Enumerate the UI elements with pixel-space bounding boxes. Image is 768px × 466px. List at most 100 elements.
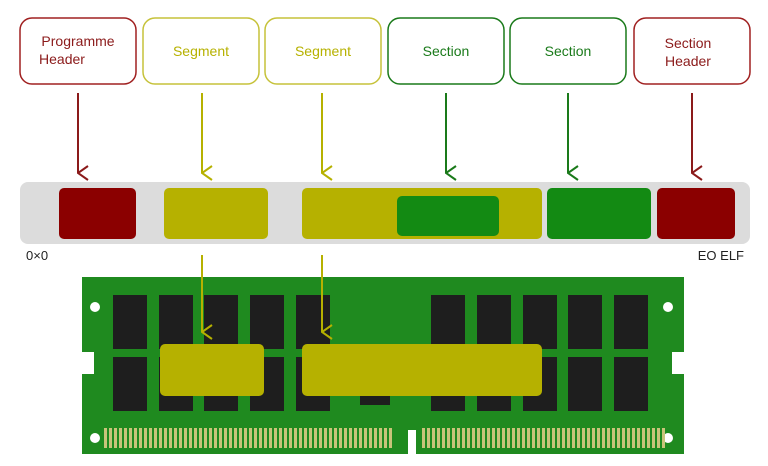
ram-contact-pin xyxy=(384,428,387,448)
ram-contact-pin xyxy=(502,428,505,448)
ram-contact-pin xyxy=(259,428,262,448)
ram-segment-2-block xyxy=(302,344,542,396)
ram-contact-pin xyxy=(254,428,257,448)
ram-contact-pin xyxy=(129,428,132,448)
ram-contact-pin xyxy=(144,428,147,448)
file-section-1-block xyxy=(397,196,499,236)
label-section-header: Section Header xyxy=(633,17,751,85)
ram-contact-pin xyxy=(314,428,317,448)
ram-chip xyxy=(250,295,284,349)
ram-contact-pin xyxy=(379,428,382,448)
ram-contact-pin xyxy=(567,428,570,448)
ram-contact-pin xyxy=(239,428,242,448)
ram-contact-pin xyxy=(602,428,605,448)
ram-contact-pin xyxy=(334,428,337,448)
ram-contact-pin xyxy=(244,428,247,448)
file-section-header-block xyxy=(657,188,735,239)
ram-contact-pin xyxy=(452,428,455,448)
ram-contact-pin xyxy=(309,428,312,448)
ram-contact-pin xyxy=(154,428,157,448)
ram-contact-pin xyxy=(642,428,645,448)
ram-contact-pin xyxy=(532,428,535,448)
ram-contact-pin xyxy=(234,428,237,448)
ram-contact-pin xyxy=(169,428,172,448)
ram-contact-pin xyxy=(324,428,327,448)
label-programme-header-line1: Programme xyxy=(41,33,114,49)
label-segment-2-text: Segment xyxy=(295,43,351,59)
ram-contact-pin xyxy=(114,428,117,448)
ram-contact-pin xyxy=(104,428,107,448)
ram-contact-pin xyxy=(149,428,152,448)
ram-contact-pin xyxy=(124,428,127,448)
ram-contact-pin xyxy=(194,428,197,448)
ram-contact-pin xyxy=(537,428,540,448)
ram-contact-pin xyxy=(249,428,252,448)
ram-module xyxy=(82,277,684,454)
ram-contact-pin xyxy=(364,428,367,448)
ram-contact-pin xyxy=(179,428,182,448)
ram-contact-pin xyxy=(189,428,192,448)
ram-contact-pin xyxy=(289,428,292,448)
ram-contact-pin xyxy=(612,428,615,448)
ram-contact-pin xyxy=(472,428,475,448)
ram-chip xyxy=(431,295,465,349)
ram-contact-pin xyxy=(587,428,590,448)
file-programme-header-block xyxy=(59,188,136,239)
ram-contact-pin xyxy=(522,428,525,448)
ram-contact-pin xyxy=(487,428,490,448)
ram-chip xyxy=(159,295,193,349)
ram-contact-pin xyxy=(119,428,122,448)
ram-contact-pin xyxy=(339,428,342,448)
ram-contact-pin xyxy=(264,428,267,448)
ram-contact-pin xyxy=(507,428,510,448)
file-end-label: EO ELF xyxy=(698,248,744,263)
ram-contact-pin xyxy=(304,428,307,448)
ram-chip xyxy=(523,295,557,349)
ram-contact-pin xyxy=(369,428,372,448)
ram-contact-pin xyxy=(652,428,655,448)
ram-contacts xyxy=(104,428,665,448)
ram-contact-pin xyxy=(344,428,347,448)
label-section-2-text: Section xyxy=(545,43,592,59)
label-section-1: Section xyxy=(387,17,505,85)
ram-contact-pin xyxy=(622,428,625,448)
ram-chip xyxy=(614,357,648,411)
ram-contact-pin xyxy=(577,428,580,448)
ram-contact-pin xyxy=(462,428,465,448)
ram-contact-pin xyxy=(592,428,595,448)
ram-contact-pin xyxy=(109,428,112,448)
label-segment-1: Segment xyxy=(142,17,260,85)
ram-contact-pin xyxy=(607,428,610,448)
ram-contact-pin xyxy=(294,428,297,448)
ram-mount-hole xyxy=(90,433,100,443)
ram-contact-pin xyxy=(637,428,640,448)
ram-contact-pin xyxy=(497,428,500,448)
label-section-header-line1: Section xyxy=(665,35,712,51)
ram-contact-pin xyxy=(269,428,272,448)
ram-contact-pin xyxy=(432,428,435,448)
ram-contact-pin xyxy=(657,428,660,448)
ram-contact-pin xyxy=(184,428,187,448)
ram-contact-pin xyxy=(572,428,575,448)
ram-contact-pin xyxy=(209,428,212,448)
ram-contact-pin xyxy=(139,428,142,448)
ram-contact-pin xyxy=(547,428,550,448)
ram-contact-pin xyxy=(199,428,202,448)
ram-contact-pin xyxy=(477,428,480,448)
ram-mount-hole xyxy=(663,433,673,443)
file-section-2-block xyxy=(547,188,651,239)
ram-contact-pin xyxy=(632,428,635,448)
ram-contact-pin xyxy=(164,428,167,448)
ram-contact-pin xyxy=(552,428,555,448)
ram-chip xyxy=(360,395,390,405)
ram-contact-pin xyxy=(512,428,515,448)
ram-contact-pin xyxy=(562,428,565,448)
ram-contact-pin xyxy=(159,428,162,448)
ram-contact-pin xyxy=(204,428,207,448)
ram-contact-pin xyxy=(617,428,620,448)
ram-contact-pin xyxy=(229,428,232,448)
ram-contact-pin xyxy=(224,428,227,448)
ram-contact-pin xyxy=(627,428,630,448)
ram-contact-pin xyxy=(319,428,322,448)
